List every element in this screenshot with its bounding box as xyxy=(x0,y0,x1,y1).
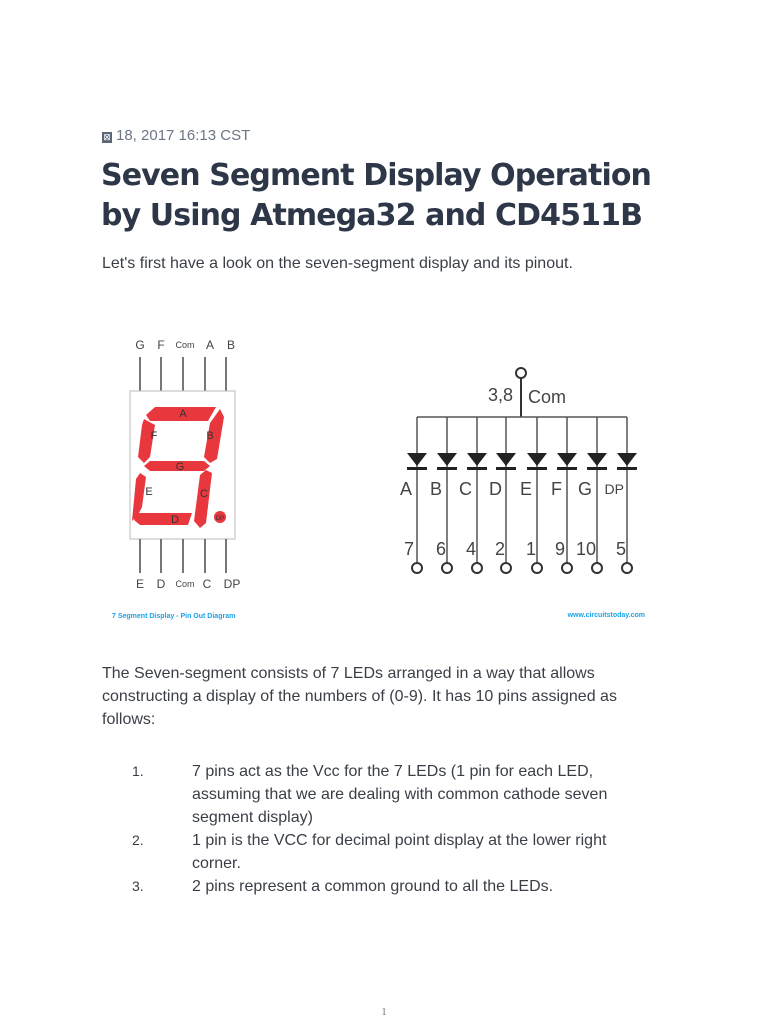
post-date: ⊠ 18, 2017 16:13 CST xyxy=(102,127,250,144)
pin-number: 4 xyxy=(466,539,476,559)
bottom-pin-label: C xyxy=(203,577,212,591)
pin-number: 5 xyxy=(616,539,626,559)
caption-left: 7 Segment Display - Pin Out Diagram xyxy=(112,613,235,620)
page-number: 1 xyxy=(381,1006,387,1018)
list-item-text: 1 pin is the VCC for decimal point displ… xyxy=(192,832,607,872)
pinout-figure: G F Com A B xyxy=(100,325,660,625)
list-item-number: 2. xyxy=(132,832,144,848)
list-item-text: 2 pins represent a common ground to all … xyxy=(192,878,554,895)
pinout-diagram: G F Com A B xyxy=(112,338,645,620)
list-item-text: 7 pins act as the Vcc for the 7 LEDs (1 … xyxy=(192,763,608,826)
diode-label: C xyxy=(459,479,472,499)
diode-label: DP xyxy=(605,481,624,497)
diode-label: A xyxy=(400,479,412,499)
caption-right: www.circuitstoday.com xyxy=(567,612,645,619)
intro-text: Let's first have a look on the seven-seg… xyxy=(102,255,573,272)
bottom-pin-label: E xyxy=(136,577,144,591)
seven-segment-package: G F Com A B xyxy=(112,338,240,620)
list-item-number: 3. xyxy=(132,878,144,894)
list-item: 1. 7 pins act as the Vcc for the 7 LEDs … xyxy=(102,760,642,829)
diode-label: G xyxy=(578,479,592,499)
diode-label: D xyxy=(489,479,502,499)
segment-label: G xyxy=(176,461,185,473)
pin-assignment-list: 1. 7 pins act as the Vcc for the 7 LEDs … xyxy=(102,760,642,898)
pin-number: 7 xyxy=(404,539,414,559)
bottom-pin-label: Com xyxy=(175,579,194,589)
list-item: 3. 2 pins represent a common ground to a… xyxy=(102,875,642,898)
list-item-number: 1. xyxy=(132,763,144,779)
top-pin-label: A xyxy=(206,338,214,352)
bottom-pin-label: D xyxy=(157,577,166,591)
article-title: Seven Segment Display Operation by Using… xyxy=(101,158,652,233)
segment-label: C xyxy=(200,488,208,500)
calendar-icon: ⊠ xyxy=(102,132,112,143)
diode-label: F xyxy=(551,479,562,499)
segment-label: B xyxy=(206,430,213,442)
bottom-pin-label: DP xyxy=(224,577,241,591)
pin-number: 2 xyxy=(495,539,505,559)
top-pin-label: Com xyxy=(175,340,194,350)
pin-number: 1 xyxy=(526,539,536,559)
post-date-text: 18, 2017 16:13 CST xyxy=(116,127,251,144)
diode-label: B xyxy=(430,479,442,499)
segment-label: DP xyxy=(216,516,224,522)
top-pin-label: F xyxy=(157,338,164,352)
pin-number: 9 xyxy=(555,539,565,559)
segment-label: E xyxy=(145,486,152,498)
diode-label: E xyxy=(520,479,532,499)
segment-label: A xyxy=(179,408,187,420)
list-item: 2. 1 pin is the VCC for decimal point di… xyxy=(102,829,642,875)
description-paragraph: The Seven-segment consists of 7 LEDs arr… xyxy=(102,665,617,728)
segment-label: F xyxy=(151,430,158,442)
top-pin-label: G xyxy=(135,338,144,352)
pin-number: 6 xyxy=(436,539,446,559)
segment-label: D xyxy=(171,514,179,526)
common-cathode-schematic: 3,8 Com xyxy=(400,367,645,619)
com-label: Com xyxy=(528,387,566,407)
top-pin-label: B xyxy=(227,338,235,352)
pin-number: 10 xyxy=(576,539,596,559)
com-pin-numbers: 3,8 xyxy=(488,385,513,405)
